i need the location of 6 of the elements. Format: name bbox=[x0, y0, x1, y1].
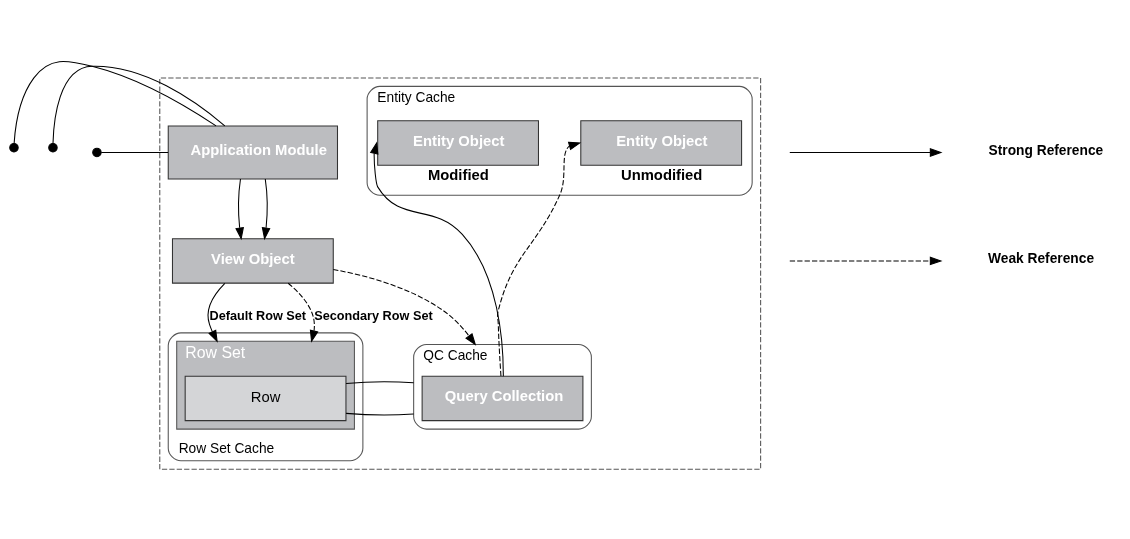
legend-label: Strong Reference bbox=[988, 143, 1104, 159]
node-label: Modified bbox=[427, 167, 489, 184]
node-label: Unmodified bbox=[620, 167, 703, 184]
edge-label: Secondary Row Set bbox=[314, 308, 433, 323]
edge-label: Default Row Set bbox=[209, 308, 307, 323]
legend-label: Weak Reference bbox=[988, 251, 1095, 267]
